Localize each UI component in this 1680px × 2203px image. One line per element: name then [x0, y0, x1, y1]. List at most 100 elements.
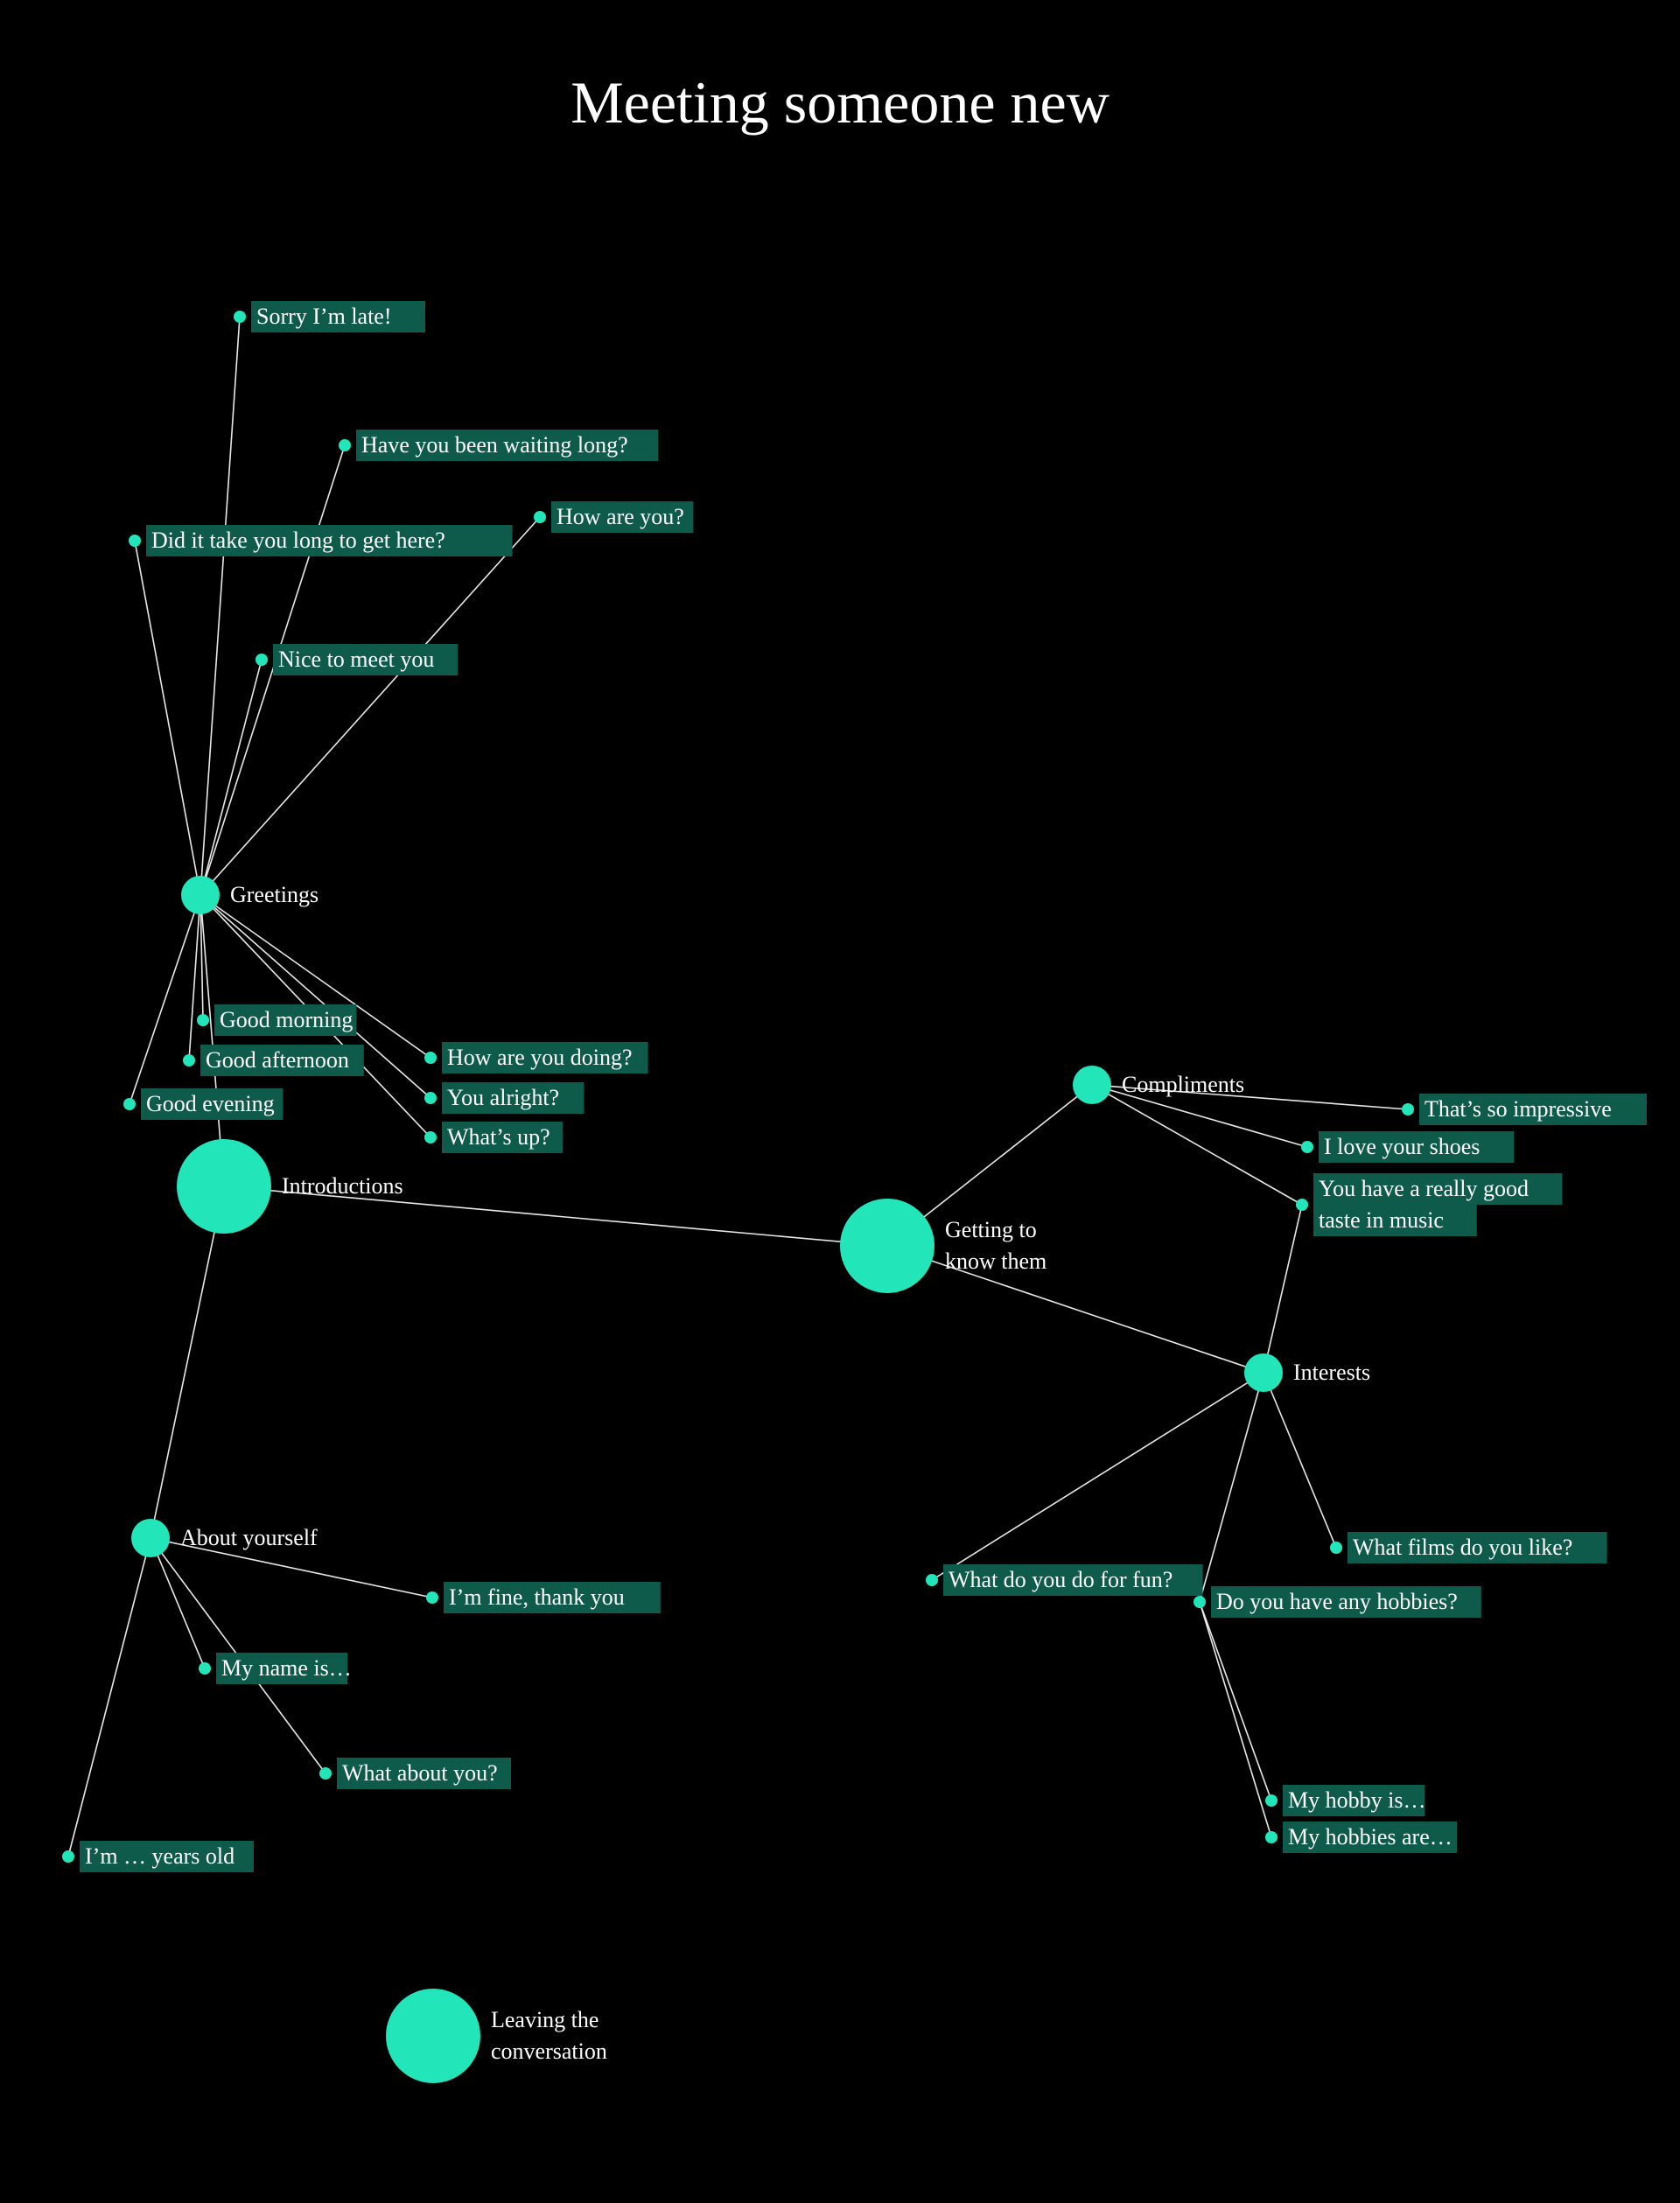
node-interests[interactable]: Interests	[1244, 1353, 1370, 1392]
leaf-dot-good-afternoon[interactable]	[183, 1054, 195, 1067]
leaf-dot-any-hobbies[interactable]	[1194, 1596, 1206, 1608]
page-title: Meeting someone new	[570, 69, 1110, 136]
hub-circle-leaving[interactable]	[386, 1989, 480, 2083]
edge-about-yourself-to-years-old	[67, 1537, 151, 1857]
node-label-how-are-you: How are you?	[556, 504, 684, 529]
node-label-any-hobbies: Do you have any hobbies?	[1216, 1589, 1458, 1614]
hub-circle-greetings[interactable]	[181, 876, 220, 914]
edge-greetings-to-good-morning	[200, 894, 204, 1021]
node-hobby-is[interactable]: My hobby is…	[1265, 1785, 1425, 1816]
leaf-dot-fun[interactable]	[926, 1574, 938, 1586]
label-background-years-old	[80, 1841, 254, 1872]
node-label-fine-thanks: I’m fine, thank you	[449, 1584, 625, 1610]
node-fun[interactable]: What do you do for fun?	[926, 1564, 1203, 1596]
label-background-any-hobbies	[1211, 1586, 1481, 1618]
edge-interests-to-any-hobbies	[1199, 1372, 1264, 1603]
label-background-take-long	[146, 525, 513, 556]
node-good-evening[interactable]: Good evening	[123, 1088, 284, 1120]
node-take-long[interactable]: Did it take you long to get here?	[129, 525, 513, 556]
node-label-take-long: Did it take you long to get here?	[151, 528, 445, 553]
label-background-how-are-you	[551, 501, 694, 533]
leaf-dot-what-about-you[interactable]	[319, 1767, 332, 1780]
leaf-dot-hobby-is[interactable]	[1265, 1794, 1278, 1807]
node-label-whats-up: What’s up?	[447, 1124, 550, 1150]
node-you-alright[interactable]: You alright?	[424, 1082, 584, 1114]
node-what-about-you[interactable]: What about you?	[319, 1758, 511, 1789]
node-introductions[interactable]: Introductions	[177, 1139, 403, 1234]
label-background-sorry-late	[251, 301, 425, 332]
edge-interests-to-fun	[931, 1372, 1264, 1581]
leaf-dot-hobbies-are[interactable]	[1265, 1831, 1278, 1843]
edge-compliments-to-taste-in-music	[1091, 1084, 1303, 1206]
leaf-dot-whats-up[interactable]	[424, 1131, 437, 1143]
hub-circle-introductions[interactable]	[177, 1139, 271, 1234]
node-nice-to-meet[interactable]: Nice to meet you	[256, 644, 458, 675]
node-films[interactable]: What films do you like?	[1330, 1532, 1607, 1563]
edge-introductions-to-about-yourself	[150, 1185, 225, 1539]
node-label-good-morning: Good morning	[220, 1007, 353, 1032]
hub-circle-interests[interactable]	[1244, 1353, 1283, 1392]
label-background-so-impressive	[1419, 1094, 1647, 1125]
edge-greetings-to-good-evening	[129, 894, 201, 1105]
node-whats-up[interactable]: What’s up?	[424, 1122, 563, 1153]
edge-greetings-to-sorry-late	[200, 316, 241, 896]
leaf-dot-years-old[interactable]	[62, 1850, 74, 1863]
leaf-dot-name-is[interactable]	[199, 1662, 211, 1675]
label-background-you-alright	[442, 1082, 584, 1114]
node-label-what-about-you: What about you?	[342, 1760, 498, 1786]
leaf-dot-nice-to-meet[interactable]	[256, 654, 268, 666]
edge-introductions-to-getting-to-know	[223, 1185, 888, 1247]
node-name-is[interactable]: My name is…	[199, 1653, 352, 1684]
leaf-dot-good-evening[interactable]	[123, 1098, 136, 1110]
node-so-impressive[interactable]: That’s so impressive	[1402, 1094, 1647, 1125]
node-label-name-is: My name is…	[221, 1655, 352, 1681]
node-label-love-shoes: I love your shoes	[1324, 1134, 1480, 1159]
node-years-old[interactable]: I’m … years old	[62, 1841, 254, 1872]
hub-circle-getting-to-know[interactable]	[840, 1199, 934, 1293]
node-good-afternoon[interactable]: Good afternoon	[183, 1045, 364, 1076]
node-label-introductions: Introductions	[282, 1173, 403, 1199]
label-background-how-are-you-doing	[442, 1042, 648, 1074]
node-sorry-late[interactable]: Sorry I’m late!	[234, 301, 425, 332]
leaf-dot-fine-thanks[interactable]	[426, 1591, 438, 1604]
node-waiting-long[interactable]: Have you been waiting long?	[339, 430, 659, 461]
node-good-morning[interactable]: Good morning	[197, 1004, 357, 1036]
leaf-dot-good-morning[interactable]	[197, 1014, 209, 1026]
node-hobbies-are[interactable]: My hobbies are…	[1265, 1822, 1457, 1853]
edge-about-yourself-to-fine-thanks	[150, 1537, 433, 1598]
hub-circle-about-yourself[interactable]	[131, 1519, 170, 1557]
node-label-getting-to-know: Getting to	[945, 1217, 1037, 1242]
leaf-dot-sorry-late[interactable]	[234, 311, 246, 323]
leaf-dot-so-impressive[interactable]	[1402, 1103, 1414, 1115]
edge-about-yourself-to-name-is	[150, 1537, 206, 1669]
node-label-you-alright: You alright?	[447, 1085, 559, 1110]
leaf-dot-how-are-you-doing[interactable]	[424, 1052, 437, 1064]
node-label-hobby-is: My hobby is…	[1288, 1787, 1425, 1813]
leaf-dot-films[interactable]	[1330, 1542, 1342, 1554]
edge-greetings-to-introductions	[200, 894, 225, 1187]
node-greetings[interactable]: Greetings	[181, 876, 318, 914]
leaf-dot-you-alright[interactable]	[424, 1092, 437, 1104]
edge-greetings-to-how-are-you	[200, 516, 541, 896]
leaf-dot-take-long[interactable]	[129, 535, 141, 547]
node-about-yourself[interactable]: About yourself	[131, 1519, 318, 1557]
node-how-are-you-doing[interactable]: How are you doing?	[424, 1042, 648, 1074]
node-label-years-old: I’m … years old	[85, 1843, 234, 1869]
leaf-dot-love-shoes[interactable]	[1301, 1141, 1313, 1153]
node-any-hobbies[interactable]: Do you have any hobbies?	[1194, 1586, 1481, 1618]
label-background-whats-up	[442, 1122, 563, 1153]
node-label-leaving: conversation	[491, 2039, 607, 2064]
leaf-dot-how-are-you[interactable]	[534, 511, 546, 523]
node-how-are-you[interactable]: How are you?	[534, 501, 694, 533]
node-compliments[interactable]: Compliments	[1073, 1066, 1244, 1104]
hub-circle-compliments[interactable]	[1073, 1066, 1111, 1104]
leaf-dot-taste-in-music[interactable]	[1296, 1199, 1308, 1211]
node-fine-thanks[interactable]: I’m fine, thank you	[426, 1582, 661, 1613]
leaf-dot-waiting-long[interactable]	[339, 439, 351, 451]
node-love-shoes[interactable]: I love your shoes	[1301, 1131, 1515, 1163]
